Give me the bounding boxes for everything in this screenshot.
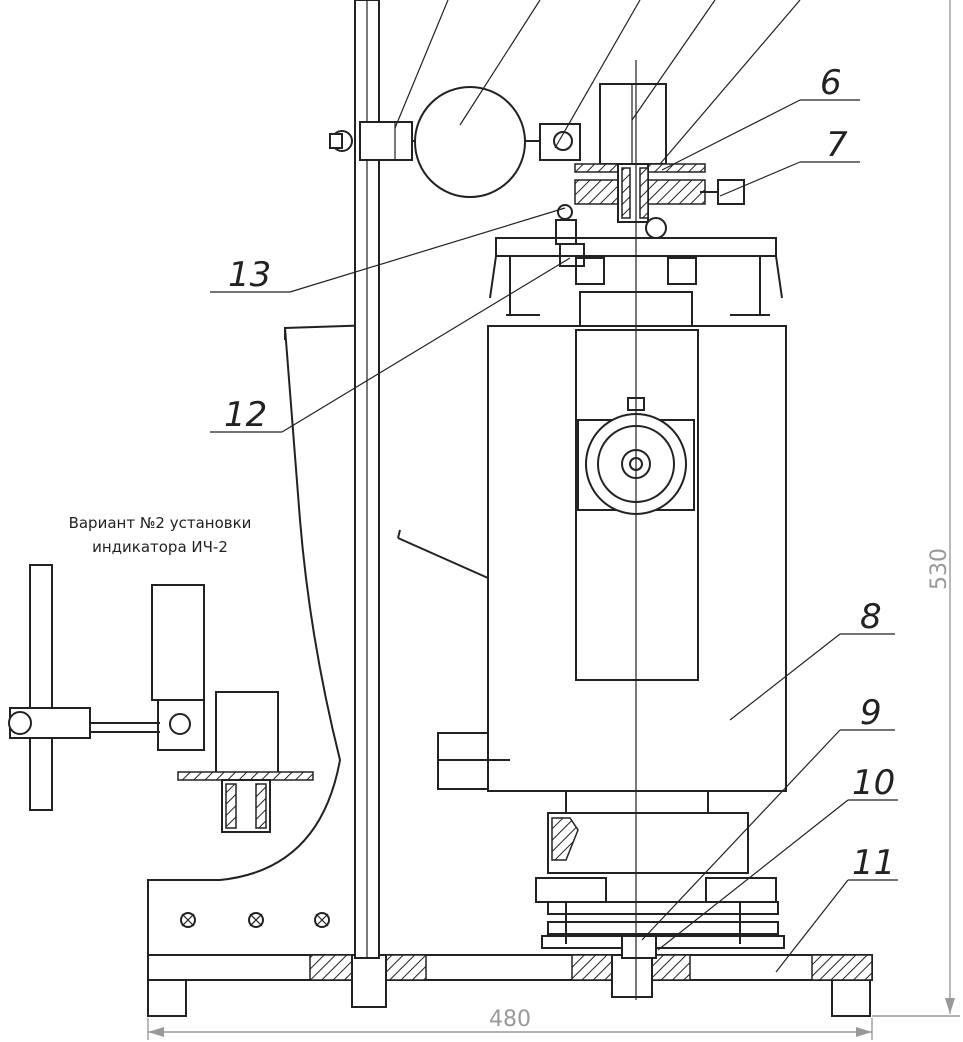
variant-note-line2: индикатора ИЧ-2 (92, 538, 228, 556)
variant2-inset (8, 564, 314, 833)
callout-13: 13 (228, 255, 271, 295)
screw-3 (314, 912, 330, 928)
screw-2 (248, 912, 264, 928)
indicator-clamp (539, 123, 581, 161)
callout-10: 10 (852, 763, 895, 803)
callout-12: 12 (224, 395, 267, 435)
rod-clamp (329, 121, 413, 161)
motor-body (397, 325, 787, 792)
upper-frame (489, 237, 783, 333)
callout-7: 7 (826, 125, 848, 165)
lower-assembly (535, 790, 785, 959)
dimension-width-label: 480 (489, 1007, 531, 1032)
side-frame (147, 324, 377, 955)
variant-note-line1: Вариант №2 установки (69, 514, 252, 532)
callout-8: 8 (860, 597, 882, 637)
dimension-height-label: 530 (927, 548, 952, 590)
callout-9: 9 (860, 693, 882, 733)
callout-6: 6 (820, 63, 842, 103)
spindle-head (574, 83, 745, 239)
leader-lines (210, 0, 898, 973)
base-plate (147, 954, 873, 1017)
callout-11: 11 (852, 843, 895, 883)
dimension-lines (147, 0, 960, 1040)
screw-1 (180, 912, 196, 928)
dial-indicator (414, 86, 526, 198)
